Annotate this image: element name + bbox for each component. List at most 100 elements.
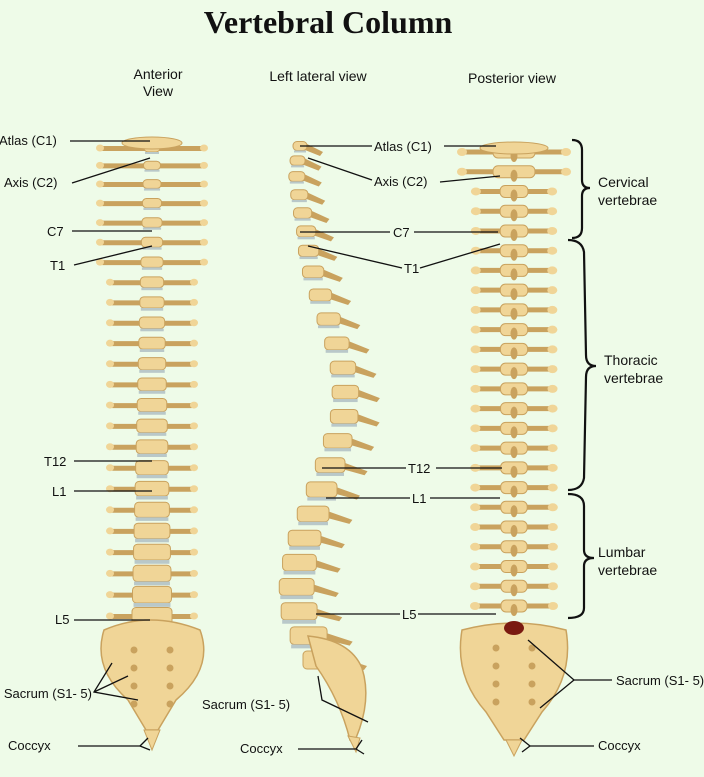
brace-lumbar	[567, 492, 595, 620]
posterior-spinous-process	[510, 604, 518, 616]
anterior-vertebra-body	[135, 439, 169, 455]
posterior-process-tip	[547, 266, 558, 275]
lateral-disc	[333, 399, 358, 403]
label-mid-sacrum: Sacrum (S1- 5)	[202, 697, 291, 712]
leader-mid-t1-right	[419, 243, 501, 269]
lateral-disc	[324, 448, 352, 452]
anterior-process-tip	[190, 464, 198, 472]
anterior-disc	[135, 538, 169, 543]
anterior-sacral-foramen	[166, 682, 174, 690]
anterior-process-tip	[106, 569, 114, 577]
anterior-disc	[143, 207, 161, 210]
anterior-vertebra-body	[137, 377, 167, 392]
anterior-disc	[136, 496, 168, 500]
anterior-process-tip	[190, 506, 198, 514]
lateral-disc	[289, 546, 320, 550]
lateral-spinous-process	[316, 247, 338, 261]
posterior-process-tip	[470, 345, 481, 354]
lateral-spinous-process	[315, 608, 343, 622]
anterior-process-tip	[106, 548, 114, 556]
anterior-process-tip	[96, 199, 104, 207]
anterior-process-tip	[190, 422, 198, 430]
label-mid-t12: T12	[408, 461, 431, 476]
anterior-sacral-foramen	[130, 664, 138, 672]
lateral-disc	[331, 423, 357, 427]
lateral-disc	[298, 521, 328, 526]
anterior-process-tip	[200, 161, 208, 169]
lateral-disc	[316, 472, 344, 476]
anterior-process-tip	[190, 360, 198, 368]
lateral-spinous-process	[329, 292, 352, 306]
posterior-process-tip	[470, 483, 481, 492]
posterior-process-tip	[470, 503, 481, 512]
lateral-disc	[282, 619, 317, 624]
anterior-process-tip	[106, 360, 114, 368]
posterior-sacral-foramen	[492, 644, 500, 652]
label-anterior-sacrum: Sacrum (S1- 5)	[3, 686, 92, 701]
posterior-process-tip	[547, 365, 558, 374]
posterior-process-tip	[547, 562, 558, 571]
anterior-vertebra-body	[133, 522, 171, 540]
lateral-spinous-process	[303, 157, 322, 171]
label-post-sacrum-clip: Sacrum (S1- 5)	[614, 672, 704, 690]
anterior-vertebra-body	[137, 357, 167, 371]
lateral-disc	[310, 301, 331, 304]
anterior-process-tip	[106, 401, 114, 409]
anterior-process-tip	[96, 258, 104, 266]
lateral-vertebra-body	[287, 529, 322, 547]
anterior-vertebra-body	[139, 296, 165, 309]
anterior-vertebra-body	[141, 198, 163, 209]
lateral-vertebra-body	[301, 265, 325, 279]
anterior-disc	[139, 349, 165, 353]
anterior-vertebra-body	[133, 543, 171, 561]
anterior-process-tip	[200, 258, 208, 266]
lateral-vertebra-body	[280, 602, 318, 621]
posterior-spinous-process	[510, 169, 518, 182]
lateral-spinous-process	[313, 228, 334, 242]
posterior-spinous-process	[510, 228, 518, 241]
anterior-process-tip	[106, 591, 114, 599]
posterior-spinous-process	[510, 288, 518, 301]
posterior-process-tip	[547, 286, 558, 295]
anterior-disc	[144, 169, 160, 172]
lateral-vertebra-body	[289, 155, 306, 166]
lateral-spinous-process	[321, 268, 343, 282]
anterior-vertebra-body	[136, 418, 168, 434]
lateral-disc	[331, 374, 355, 378]
posterior-process-tip	[547, 384, 558, 393]
label-mid-t1: T1	[404, 261, 420, 276]
posterior-spinous-process	[510, 406, 518, 419]
posterior-spinous-process	[510, 525, 518, 538]
posterior-process-tip	[547, 305, 558, 314]
lateral-disc	[307, 497, 336, 501]
posterior-process-tip	[470, 187, 481, 196]
posterior-process-tip	[547, 523, 558, 532]
posterior-spinous-process	[510, 485, 518, 498]
leader-mid-sacrum	[317, 675, 369, 723]
anterior-process-tip	[190, 339, 198, 347]
anterior-process-tip	[106, 319, 114, 327]
anterior-sacral-foramen	[166, 646, 174, 654]
posterior-process-tip	[547, 187, 558, 196]
posterior-process-tip	[470, 305, 481, 314]
diagram-stage: Vertebral Column Anterior View Left late…	[0, 4, 704, 758]
posterior-view-heading: Posterior view	[468, 70, 556, 86]
posterior-process-tip	[547, 463, 558, 472]
lateral-disc	[303, 277, 323, 281]
anterior-disc	[142, 247, 162, 250]
lateral-spinous-process	[356, 389, 380, 403]
posterior-process-tip	[470, 226, 481, 235]
posterior-spinous-process	[510, 347, 518, 360]
lateral-view-heading: Left lateral view	[269, 68, 367, 84]
anterior-process-tip	[190, 401, 198, 409]
anterior-vertebra-body	[132, 585, 172, 604]
anterior-process-tip	[190, 278, 198, 286]
label-anterior-l1: L1	[52, 484, 67, 499]
anterior-disc	[142, 227, 162, 230]
posterior-sacral-foramen	[528, 680, 536, 688]
posterior-process-tip	[547, 226, 558, 235]
anterior-disc	[143, 188, 161, 191]
leader-mid-axis-right	[439, 175, 501, 183]
lateral-vertebra-body	[329, 360, 357, 375]
vertebral-column-illustration	[70, 136, 612, 758]
